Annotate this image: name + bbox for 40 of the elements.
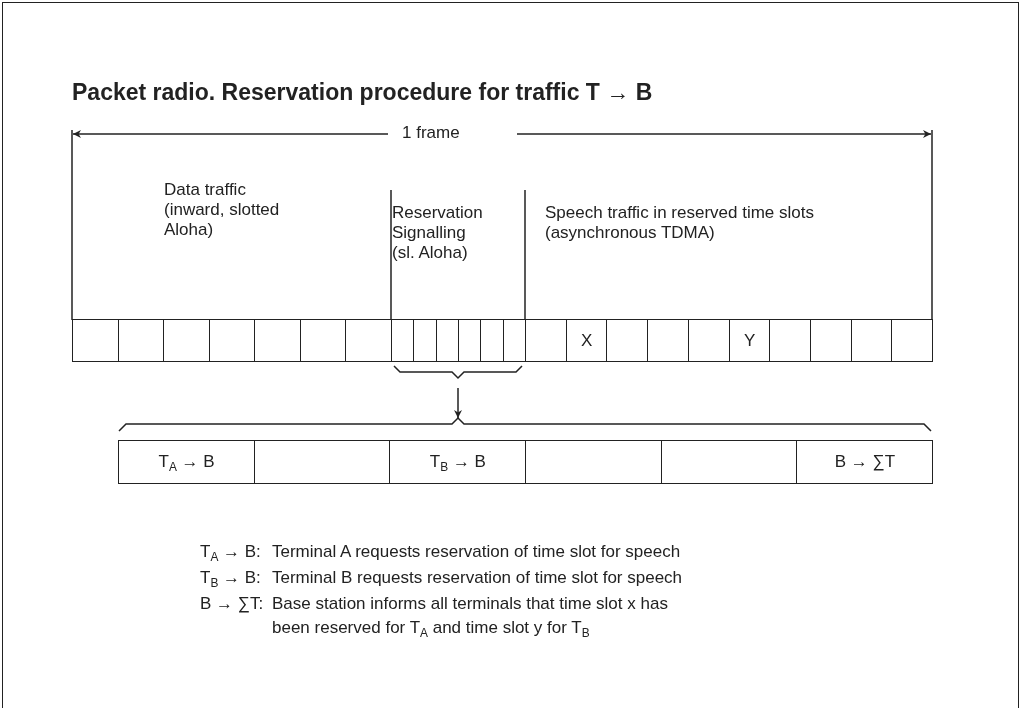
time-slot [208,319,256,362]
legend-key: B → ∑T: [200,592,264,616]
time-slot [413,319,438,362]
time-slot [606,319,649,362]
legend-description: Base station informs all terminals that time slot x has been reserved for T$_{A}$ and time slot y for T$_{B}$ [272,593,669,640]
time-slot [480,319,505,362]
time-slot [345,319,393,362]
time-slot [891,319,934,362]
time-slot [435,319,460,362]
arrow [454,387,462,419]
slot-label: Y [728,319,771,362]
legend-key: T$_{A}$ → B: [200,540,261,564]
time-slot [687,319,730,362]
time-slot [253,440,391,484]
time-slot [163,319,211,362]
time-slot [660,440,798,484]
time-slot [525,319,568,362]
time-slot [809,319,853,362]
time-slot [769,319,812,362]
time-slot [647,319,690,362]
time-slot [117,319,165,362]
time-slot [525,440,663,484]
section-label: Data traffic (inward, slotted Aloha) [164,180,281,240]
section-label: Speech traffic in reserved time slots (asynchronous TDMA) [545,203,815,243]
title: Packet radio. Reservation procedure for traffic T → B [72,80,653,104]
legend-description: Terminal B requests reservation of time slot for speech [272,567,684,589]
slot-label: T$_{A}$ → B [118,440,256,484]
slot-label: B → ∑T [796,440,934,484]
time-slot [72,319,120,362]
legend-description: Terminal A requests reservation of time slot for speech [272,541,682,563]
section-label: Reservation Signalling (sl. Aloha) [392,203,484,263]
time-slot [458,319,482,362]
legend-key: T$_{B}$ → B: [200,566,261,590]
time-slot [391,319,415,362]
slot-label: X [565,319,608,362]
time-slot [299,319,347,362]
slot-label: T$_{B}$ → B [389,440,527,484]
time-slot [850,319,893,362]
time-slot [502,319,527,362]
time-slot [254,319,302,362]
